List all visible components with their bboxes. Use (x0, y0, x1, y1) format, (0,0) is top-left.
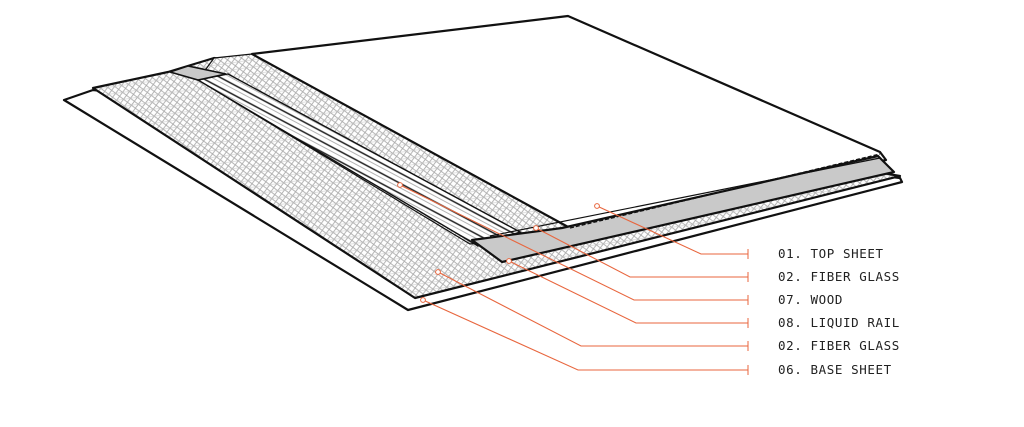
label-wood: 07. WOOD (778, 292, 843, 307)
label-upper-fiber-glass: 02. FIBER GLASS (778, 269, 900, 284)
label-liquid-rail: 08. LIQUID RAIL (778, 315, 900, 330)
rail-end-line (471, 239, 503, 263)
label-lower-fiber-glass: 02. FIBER GLASS (778, 338, 900, 353)
callout-labels: 01. TOP SHEET 02. FIBER GLASS 07. WOOD 0… (778, 246, 900, 377)
leader-lines (397, 182, 748, 371)
top-sheet (250, 14, 888, 230)
liquid-rail-cap (167, 65, 227, 81)
top-sheet-edge (569, 153, 881, 229)
rail-edge-line (489, 157, 881, 237)
label-base-sheet: 06. BASE SHEET (778, 362, 892, 377)
label-top-sheet: 01. TOP SHEET (778, 246, 884, 261)
